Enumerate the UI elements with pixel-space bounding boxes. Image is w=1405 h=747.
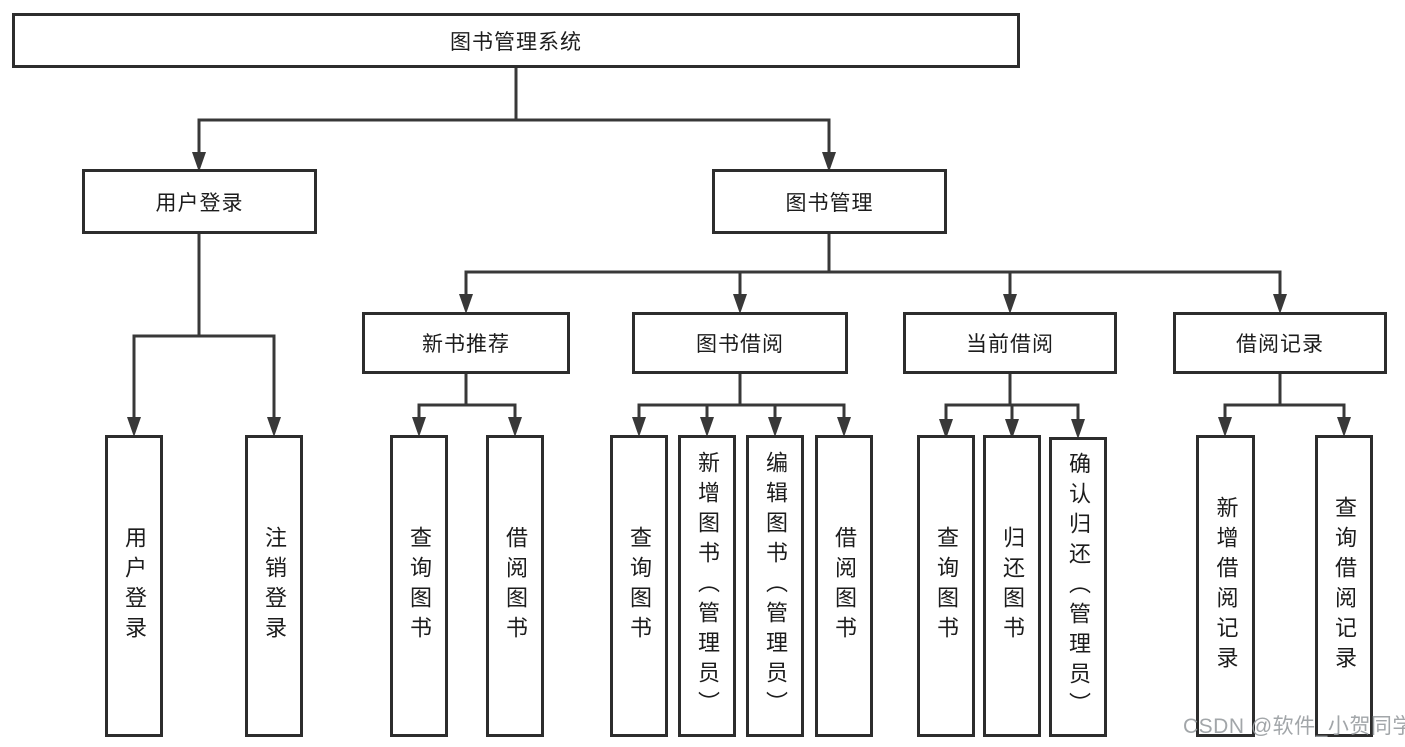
node-label: 新增借阅记录 [1213,496,1239,676]
node-label: 查询借阅记录 [1332,496,1357,676]
leaf-add-borrow-record: 新增借阅记录 [1196,435,1255,737]
node-current-borrowing: 当前借阅 [903,312,1117,374]
node-label: 借阅图书 [832,526,857,646]
arrowhead-icon [1273,294,1287,314]
node-label: 用户登录 [122,526,147,646]
node-label: 注销登录 [262,526,287,646]
arrowhead-icon [459,294,473,314]
node-label: 新增图书（管理员） [695,451,720,721]
node-book-borrowing: 图书借阅 [632,312,848,374]
node-label: 当前借阅 [966,333,1054,356]
arrowhead-icon [1003,294,1017,314]
node-label: 归还图书 [1000,526,1025,646]
arrowhead-icon [127,417,141,437]
arrowhead-icon [412,417,426,437]
csdn-watermark: CSDN @软件_小贺同学 [1183,715,1405,738]
arrowhead-icon [939,419,953,439]
leaf-query-books-borrow: 查询图书 [610,435,668,737]
arrowhead-icon [1005,419,1019,439]
connector-borrow-records-children [1218,370,1351,437]
arrowhead-icon [733,294,747,314]
node-new-book-recommend: 新书推荐 [362,312,570,374]
leaf-edit-books-admin: 编辑图书（管理员） [746,435,804,737]
node-label: 查询图书 [934,526,959,646]
connector-book-mgmt-level3 [459,230,1287,314]
arrowhead-icon [768,417,782,437]
node-label: 查询图书 [627,526,652,646]
leaf-query-books-recommend: 查询图书 [390,435,448,737]
node-borrow-records: 借阅记录 [1173,312,1387,374]
leaf-logout: 注销登录 [245,435,303,737]
node-label: 新书推荐 [422,333,510,356]
node-label: 编辑图书（管理员） [763,451,788,721]
node-system-root: 图书管理系统 [12,13,1020,68]
node-label: 查询图书 [407,526,432,646]
node-user-login: 用户登录 [82,169,317,234]
node-label: 图书借阅 [696,333,784,356]
arrowhead-icon [632,417,646,437]
connector-book-borrow-children [632,370,851,437]
leaf-query-borrow-record: 查询借阅记录 [1315,435,1373,737]
node-label: 借阅记录 [1236,333,1324,356]
arrowhead-icon [1218,417,1232,437]
arrowhead-icon [508,417,522,437]
leaf-query-books-current: 查询图书 [917,435,975,737]
leaf-return-books: 归还图书 [983,435,1041,737]
node-label: 确认归还（管理员） [1066,452,1091,722]
connector-current-borrow-children [939,370,1085,439]
node-book-management: 图书管理 [712,169,947,234]
leaf-borrow-books: 借阅图书 [815,435,873,737]
leaf-confirm-return-admin: 确认归还（管理员） [1049,437,1107,737]
connector-new-book-children [412,370,522,437]
node-label: 用户登录 [155,191,244,215]
connector-user-login-children [127,230,281,437]
arrowhead-icon [1071,419,1085,439]
arrowhead-icon [267,417,281,437]
node-label: 图书管理系统 [450,30,582,54]
connector-root-to-level2 [192,64,836,172]
arrowhead-icon [822,152,836,172]
arrowhead-icon [192,152,206,172]
leaf-add-books-admin: 新增图书（管理员） [678,435,736,737]
arrowhead-icon [1337,417,1351,437]
leaf-borrow-books-recommend: 借阅图书 [486,435,544,737]
arrowhead-icon [700,417,714,437]
node-label: 借阅图书 [503,526,528,646]
node-label: 图书管理 [785,191,874,215]
leaf-user-login: 用户登录 [105,435,163,737]
arrowhead-icon [837,417,851,437]
